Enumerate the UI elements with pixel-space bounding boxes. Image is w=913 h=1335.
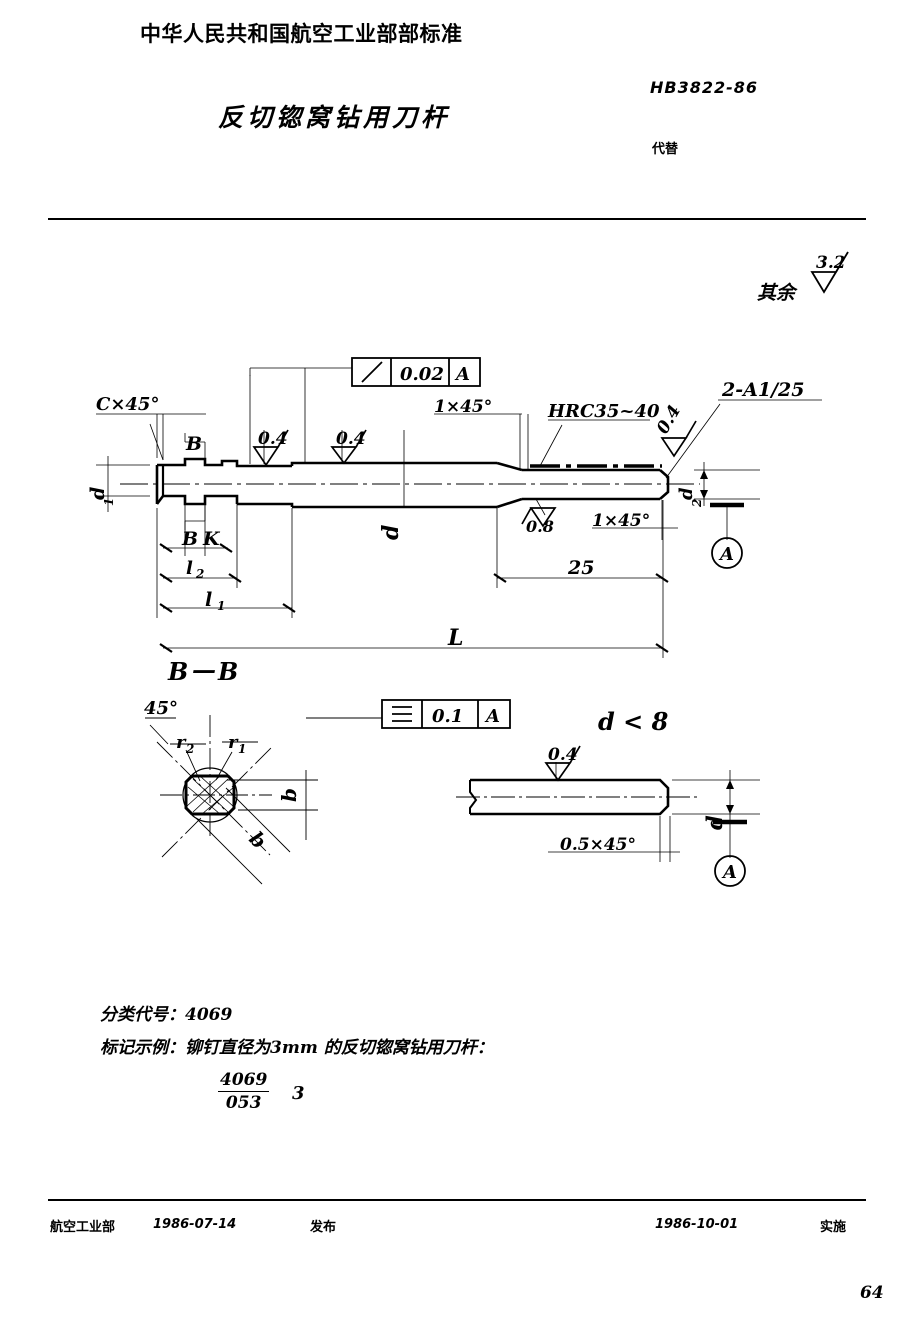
label-alt-chamfer: 0.5×45° <box>560 835 636 855</box>
section-bb-dash: — <box>192 655 216 684</box>
label-l2-sub: 2 <box>195 567 204 581</box>
section-bb-title: B <box>167 657 188 686</box>
label-b-diag: b <box>244 827 271 854</box>
main-shaft-outline <box>155 457 670 509</box>
label-dia-d: d <box>378 525 404 540</box>
section-bb-title2: B <box>217 657 238 686</box>
page-number: 64 <box>860 1283 884 1303</box>
label-45deg: 45° <box>144 698 178 719</box>
classification-note: 分类代号：4069 <box>100 1005 233 1025</box>
datum-a-letter-main: A <box>718 544 734 565</box>
label-hardness: HRC35~40 <box>547 401 660 422</box>
label-l2: l <box>186 558 193 579</box>
footer-issue-date: 1986-07-14 <box>153 1217 237 1232</box>
runout-value: 0.02 <box>400 364 444 385</box>
label-l1-sub: 1 <box>217 599 225 613</box>
datum-a-alt <box>713 819 747 887</box>
main-view-dimension-lines <box>96 367 822 658</box>
label-rough-taper: 0.8 <box>526 517 554 536</box>
label-rough-right: 0.4 <box>653 402 685 438</box>
marking-code-numerator: 4069 <box>220 1070 268 1090</box>
standard-number: HB3822-86 <box>650 78 759 97</box>
marking-example-note: 标记示例：铆钉直径为3mm 的反切锪窝钻用刀杆： <box>100 1038 494 1058</box>
section-bb-flats <box>184 774 236 816</box>
label-l1: l <box>205 589 212 611</box>
footer-divider <box>48 1199 866 1201</box>
label-alt-rough: 0.4 <box>548 745 578 765</box>
dimension-ticks <box>159 543 669 653</box>
tolerance-frame-symmetry <box>381 699 511 729</box>
tolerance-frame-runout <box>351 357 481 387</box>
alt-view-roughness <box>544 745 581 782</box>
label-r1-sub: 1 <box>238 742 246 756</box>
label-d2: d <box>676 487 697 500</box>
label-r2-sub: 2 <box>185 742 194 756</box>
alt-view-break <box>469 780 478 814</box>
header-divider <box>48 218 866 220</box>
alt-view-outline <box>470 778 670 816</box>
label-L: L <box>447 625 463 651</box>
label-slot-k: K <box>202 528 221 550</box>
alt-view-arrowheads <box>726 780 734 814</box>
label-r1: r <box>228 732 239 753</box>
footer-issue-label: 发布 <box>310 1220 337 1235</box>
label-center-hole: 2-A1/25 <box>721 379 804 401</box>
label-rough-step1: 0.4 <box>258 429 288 449</box>
general-roughness-label: 其余 <box>757 282 796 304</box>
label-chamfer-left: C×45° <box>96 394 159 415</box>
section-bb-profile <box>182 767 238 823</box>
label-d1: d <box>87 487 109 500</box>
symmetry-datum: A <box>484 706 500 727</box>
datum-a-letter-alt: A <box>721 862 737 883</box>
footer-effective-label: 实施 <box>820 1220 847 1235</box>
datum-a-main <box>710 502 744 569</box>
section-bb-hatching <box>186 775 235 815</box>
label-condition-d8: d < 8 <box>598 707 669 736</box>
label-d1-sub: 1 <box>102 498 116 506</box>
label-section-b-top: B <box>185 433 202 455</box>
label-section-b-bottom: B <box>181 528 198 550</box>
symmetry-value: 0.1 <box>432 706 463 727</box>
runout-datum: A <box>454 364 470 385</box>
authority-heading: 中华人民共和国航空工业部部标准 <box>140 22 463 46</box>
page-title: 反切锪窝钻用刀杆 <box>218 103 451 132</box>
label-alt-dia: d <box>702 815 727 830</box>
marking-code-fraction: 4069 053 <box>218 1070 270 1113</box>
alt-view-dimension-lines <box>548 762 760 862</box>
d2-arrowheads <box>700 470 708 499</box>
label-r2: r <box>176 732 187 753</box>
general-roughness-value: 3.2 <box>816 253 846 273</box>
footer-effective-date: 1986-10-01 <box>655 1217 739 1232</box>
footer-organization: 航空工业部 <box>50 1220 116 1235</box>
label-d2-sub: 2 <box>690 499 704 508</box>
section-bb-geometry <box>145 715 382 885</box>
label-25: 25 <box>567 557 594 579</box>
label-rough-step2: 0.4 <box>336 429 366 449</box>
replaces-label: 代替 <box>652 142 679 157</box>
label-chamfer-right: 1×45° <box>592 511 650 531</box>
label-b-vert: b <box>277 788 301 802</box>
roughness-symbols-main <box>252 420 697 528</box>
marking-code-size: 3 <box>292 1083 305 1104</box>
marking-code-denominator: 053 <box>218 1091 270 1113</box>
label-chamfer-mid: 1×45° <box>434 397 492 417</box>
